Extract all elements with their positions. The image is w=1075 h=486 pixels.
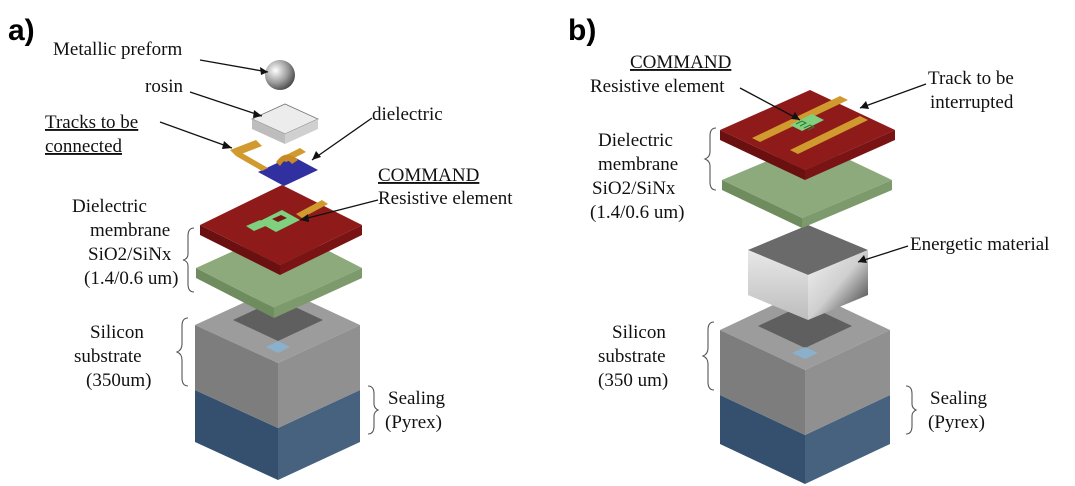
label-resistive-element-a: Resistive element — [378, 188, 513, 209]
label-membrane-b-3: SiO2/SiNx — [592, 178, 676, 199]
label-command-b: COMMAND — [630, 52, 731, 73]
panel-b: b) — [568, 14, 1049, 484]
brace-membrane-b — [703, 127, 717, 191]
brace-membrane-a — [182, 227, 195, 293]
red-membrane-b — [720, 90, 895, 180]
arrowhead-tracks — [222, 141, 232, 149]
label-command-a: COMMAND — [378, 165, 479, 186]
arrow-resistive-element-a — [299, 199, 379, 221]
label-track-b-2: interrupted — [930, 92, 1014, 113]
label-tracks-line2: connected — [45, 136, 123, 157]
arrowhead-metallic-preform — [260, 67, 268, 75]
arrowhead-dielectric — [312, 151, 321, 160]
label-silicon-a-3: (350um) — [86, 370, 151, 391]
arrowhead-track-b — [860, 101, 869, 109]
arrowhead-resistive-element-a — [300, 214, 309, 222]
label-membrane-b-2: membrane — [598, 154, 678, 175]
pyrex-block-a — [195, 390, 360, 480]
dielectric-piece-a — [230, 140, 318, 186]
arrowhead-rosin — [253, 110, 262, 118]
red-membrane-a — [200, 185, 362, 275]
label-dielectric: dielectric — [372, 104, 443, 125]
arrow-tracks — [159, 121, 233, 149]
pyrex-block-b — [720, 395, 890, 484]
brace-silicon-a — [175, 317, 189, 387]
label-metallic-preform: Metallic preform — [53, 39, 182, 60]
panel-b-label: b) — [568, 14, 596, 47]
arrow-dielectric — [311, 117, 373, 161]
green-membrane-b — [722, 142, 892, 228]
label-tracks-line1: Tracks to be — [45, 112, 138, 133]
arrow-resistive-element-b — [739, 87, 801, 121]
label-membrane-a-4: (1.4/0.6 um) — [84, 268, 178, 289]
arrow-rosin — [189, 91, 263, 117]
silicon-block-b — [720, 290, 890, 435]
arrow-energetic — [857, 245, 909, 263]
arrowhead-resistive-element-b — [791, 112, 800, 120]
rosin-piece-a — [251, 103, 319, 144]
label-membrane-a-3: SiO2/SiNx — [88, 244, 172, 265]
label-sealing-a-2: (Pyrex) — [385, 412, 442, 433]
label-silicon-b-2: substrate — [598, 346, 666, 367]
brace-sealing-b — [905, 385, 918, 435]
panel-a-label: a) — [8, 14, 35, 47]
label-energetic: Energetic material — [910, 234, 1049, 255]
label-rosin: rosin — [145, 76, 184, 97]
arrow-track-b — [859, 83, 927, 109]
label-sealing-b-1: Sealing — [930, 388, 987, 409]
label-track-b-1: Track to be — [928, 68, 1014, 89]
label-silicon-a-1: Silicon — [90, 322, 144, 343]
brace-sealing-a — [367, 385, 380, 435]
metallic-preform-ball — [265, 60, 295, 90]
label-resistive-element-b: Resistive element — [590, 76, 725, 97]
arrowhead-energetic — [858, 255, 867, 263]
label-silicon-a-2: substrate — [74, 346, 142, 367]
label-membrane-a-1: Dielectric — [72, 196, 147, 217]
label-membrane-a-2: membrane — [90, 220, 170, 241]
label-membrane-b-1: Dielectric — [598, 130, 673, 151]
label-silicon-b-3: (350 um) — [598, 370, 668, 391]
silicon-block-a — [195, 287, 360, 428]
label-sealing-b-2: (Pyrex) — [928, 412, 985, 433]
label-sealing-a-1: Sealing — [388, 388, 445, 409]
label-membrane-b-4: (1.4/0.6 um) — [590, 202, 684, 223]
label-silicon-b-1: Silicon — [612, 322, 666, 343]
arrow-metallic-preform — [199, 59, 269, 73]
energetic-material-block — [748, 225, 868, 320]
panel-a: a) — [8, 14, 513, 480]
brace-silicon-b — [701, 321, 715, 391]
